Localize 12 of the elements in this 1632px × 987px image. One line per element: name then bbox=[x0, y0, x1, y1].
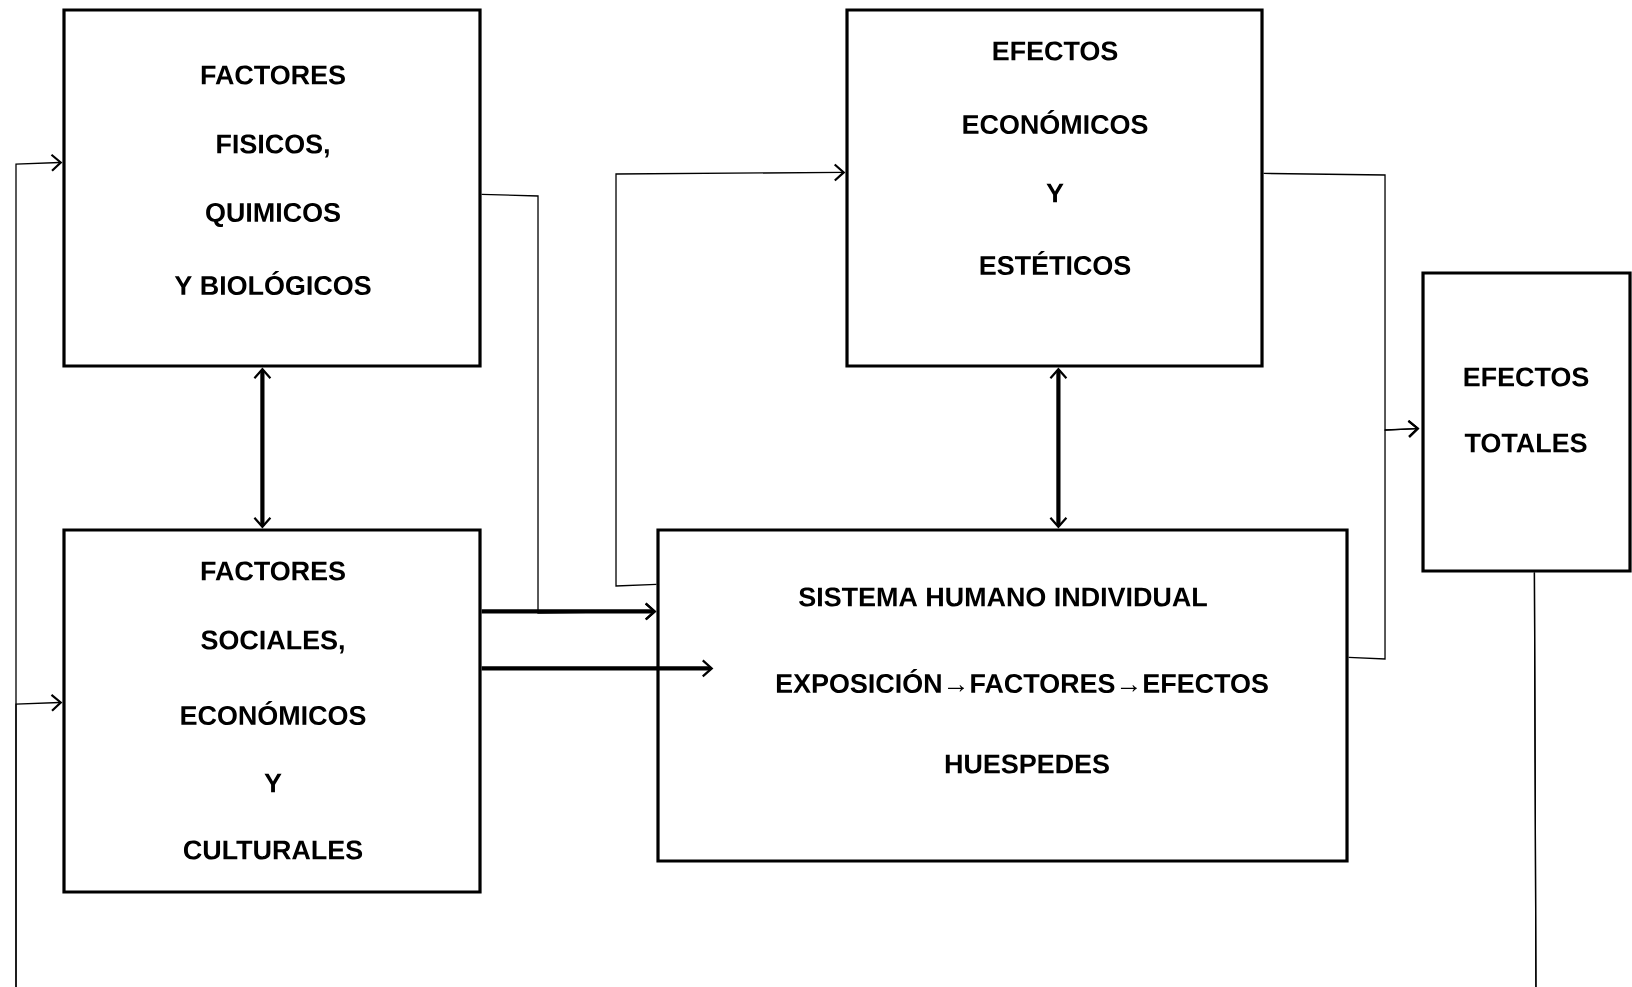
arrow bbox=[1347, 420, 1420, 660]
arrow bbox=[15, 571, 1537, 987]
process-box: EFECTOS TOTALES bbox=[1421, 271, 1632, 573]
arrow bbox=[1049, 367, 1068, 529]
process-box: FACTORES FISICOS, QUIMICOS Y BIOLÓGICOS bbox=[62, 8, 482, 368]
process-box: EFECTOS ECONÓMICOS Y ESTÉTICOS bbox=[845, 8, 1264, 368]
arrow bbox=[615, 163, 846, 587]
arrow bbox=[253, 367, 272, 529]
process-box: FACTORES SOCIALES, ECONÓMICOS Y CULTURALES bbox=[62, 528, 482, 894]
process-box: SISTEMA HUMANO INDIVIDUAL EXPOSICIÓN→FACTORES→EFECTOS HUESPEDES bbox=[656, 528, 1349, 863]
arrow bbox=[481, 659, 714, 678]
arrow bbox=[481, 602, 657, 621]
